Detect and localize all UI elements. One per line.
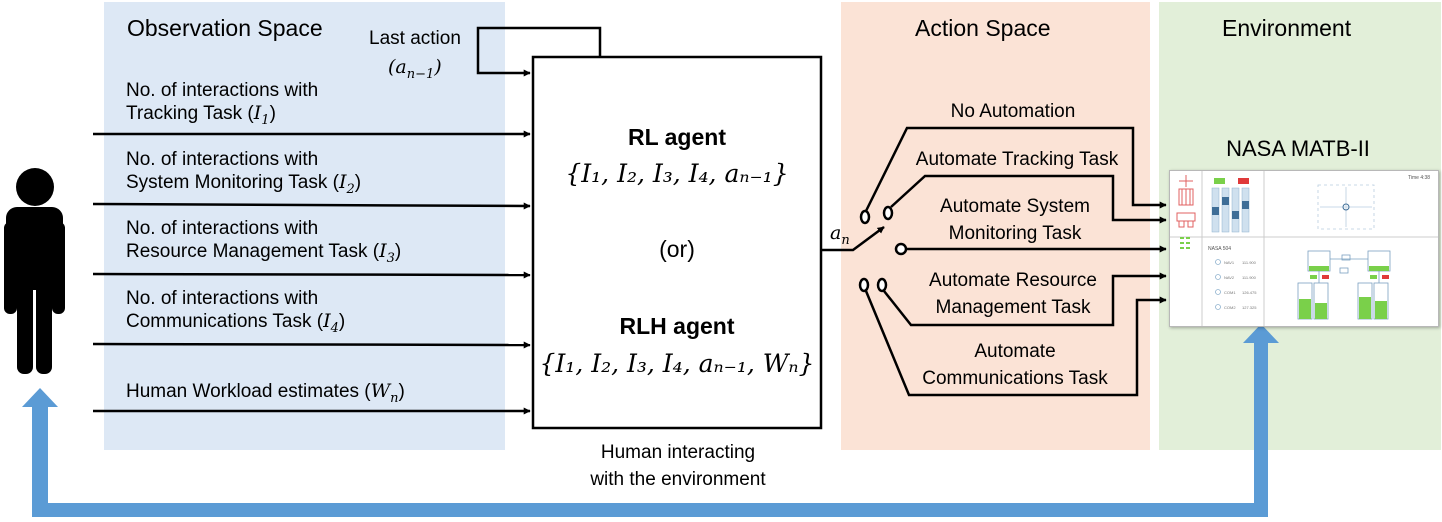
screen-comm-freq-2: 111.900 [1242,275,1257,280]
matb-screen: Time 4:38 NASA 504 NAV1 NAV2 COM1 COM2 1… [1169,170,1439,327]
action-label-system-monitoring: Automate System Monitoring Task [940,196,1090,244]
environment-title: Environment [1222,15,1352,41]
screen-comm-row-2: NAV2 [1224,275,1235,280]
screen-comm-freq-4: 127.325 [1242,305,1257,310]
action-label-no-automation: No Automation [950,101,1076,122]
obs-label-3: No. of interactions with Resource Manage… [126,218,402,266]
route-resource-management [883,272,1167,327]
screen-comm-title: NASA 504 [1208,246,1231,252]
agent-output-line [821,225,885,252]
action-space-title: Action Space [915,15,1051,41]
route-tracking [890,174,1167,224]
switch-terminals [858,205,908,293]
obs-label-4: No. of interactions with Communications … [126,288,346,336]
rlh-agent-inputs: {I₁, I₂, I₃, I₄, aₙ₋₁, Wₙ} [539,349,815,378]
action-label-resource-management: Automate Resource Management Task [929,270,1097,318]
last-action-symbol: (an−1) [388,56,442,82]
obs-arrow-3 [92,271,531,279]
last-action-loop [476,26,602,77]
or-label: (or) [659,236,695,262]
action-output-label: an [830,222,850,248]
observation-space-title: Observation Space [127,15,323,41]
rlh-agent-label: RLH agent [619,313,735,339]
screen-comm-row-1: NAV1 [1224,260,1235,265]
screen-comm-freq-1: 111.900 [1242,260,1257,265]
screen-time-text: Time 4:38 [1408,175,1430,181]
rl-agent-inputs: {I₁, I₂, I₃, I₄, aₙ₋₁} [565,159,789,188]
action-label-communications: Automate Communications Task [922,341,1108,389]
caption: Human interacting with the environment [590,442,766,490]
obs-label-2: No. of interactions with System Monitori… [126,149,362,197]
screen-comm-row-4: COM2 [1224,305,1236,310]
screen-comm-freq-3: 126.475 [1242,290,1257,295]
obs-arrow-2 [92,202,531,210]
human-figure-icon [4,168,65,374]
route-communications [864,290,1167,397]
observation-space-panel [104,2,505,450]
matb-screen-graphics: Time 4:38 NASA 504 NAV1 NAV2 COM1 COM2 1… [1170,171,1438,326]
feedback-arrow [22,324,1279,517]
obs-label-1: No. of interactions with Tracking Task (… [126,80,319,128]
screen-comm-row-3: COM1 [1224,290,1236,295]
obs-label-5: Human Workload estimates (Wn) [126,380,405,406]
rl-agent-label: RL agent [628,124,726,150]
obs-arrow-4 [92,341,531,349]
matb-title: NASA MATB-II [1226,136,1370,161]
last-action-label: Last action [369,28,461,49]
action-label-tracking: Automate Tracking Task [915,149,1119,170]
action-space-panel [841,2,1150,450]
route-no-automation [864,126,1167,212]
agent-box [531,55,823,430]
